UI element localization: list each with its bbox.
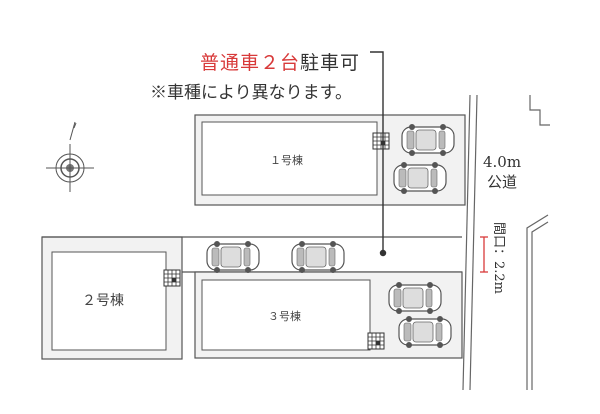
road-type: 公道: [487, 173, 518, 191]
lot-1: [194, 114, 466, 206]
parking-note: ※車種により異なります。: [150, 83, 352, 103]
road-width: 4.0m: [483, 153, 522, 171]
road-edges: [462, 94, 550, 391]
lot-2-label: ２号棟: [82, 293, 124, 309]
parking-capacity-text: 普通車２台駐車可: [200, 48, 360, 75]
road-label: 4.0m 公道: [483, 152, 521, 192]
callout-dot: [379, 249, 387, 257]
compass-rose-icon: [46, 121, 94, 192]
parking-callout: 普通車２台駐車可 ※車種により異なります。: [150, 40, 450, 103]
lot-1-label: １号棟: [270, 154, 303, 167]
frontage-marker: [480, 236, 488, 273]
parking-allowed: 駐車可: [300, 52, 361, 74]
callout-leader: [370, 51, 384, 253]
frontage-text: 間口：2.2m: [491, 222, 506, 295]
parking-capacity-red: 普通車２台: [200, 52, 301, 74]
frontage-label: 間口：2.2m: [491, 222, 517, 302]
lot-3-label: ３号棟: [268, 310, 301, 323]
